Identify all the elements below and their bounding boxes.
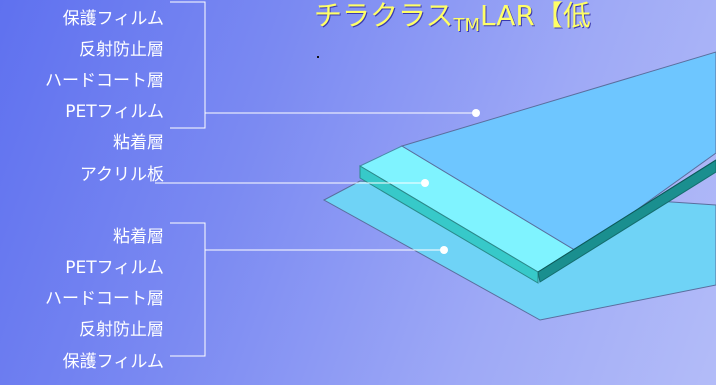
label-bottom-pet-film: PETフィルム	[65, 258, 164, 278]
top-film-marker	[472, 109, 480, 117]
title-main: チラクラス	[314, 0, 454, 32]
label-adhesive-layer-lower: 粘着層	[113, 227, 164, 247]
bottom-film-marker	[440, 246, 448, 254]
label-adhesive-layer-upper: 粘着層	[113, 133, 164, 153]
title-trademark: TM	[453, 15, 480, 36]
label-acrylic-plate: アクリル板	[79, 165, 164, 185]
label-top-antireflection-layer: 反射防止層	[79, 40, 164, 60]
top-film-sheet	[400, 51, 716, 253]
label-top-pet-film: PETフィルム	[65, 102, 164, 122]
diagram-title: チラクラスTMLAR【低	[314, 0, 591, 36]
label-bottom-hardcoat-layer: ハードコート層	[45, 289, 164, 309]
stray-dot	[317, 56, 319, 58]
top-group-bracket	[170, 1, 206, 129]
label-bottom-protective-film: 保護フィルム	[62, 352, 164, 372]
acrylic-plate-edge	[359, 165, 539, 284]
label-bottom-antireflection-layer: 反射防止層	[79, 320, 164, 340]
label-top-hardcoat-layer: ハードコート層	[45, 71, 164, 91]
stack-side-highlight	[537, 159, 716, 273]
label-top-protective-film: 保護フィルム	[62, 9, 164, 29]
title-suffix: LAR【低	[479, 0, 591, 32]
bottom-group-bracket	[170, 222, 206, 357]
acrylic-marker	[421, 179, 429, 187]
